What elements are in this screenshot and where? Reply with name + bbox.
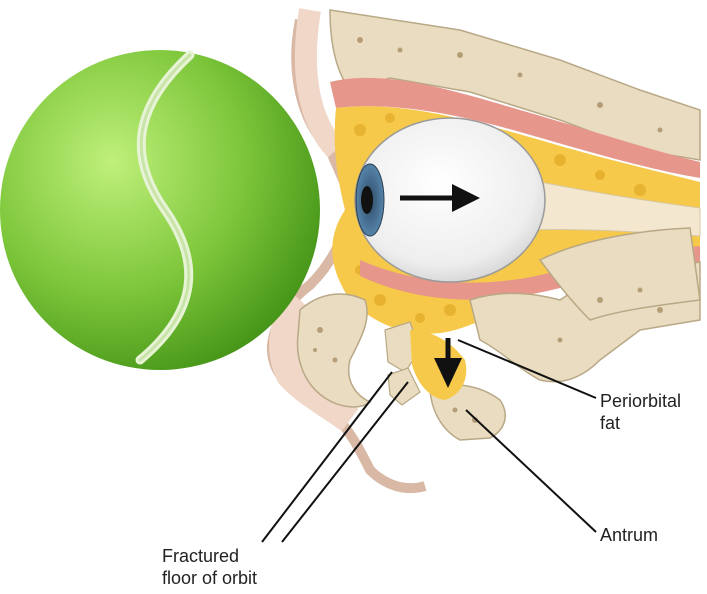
bone-texture [313,37,663,423]
periorbital-fat-label-line2: fat [600,413,621,433]
eye-push-arrow [400,184,480,212]
leader-periorbital-fat [457,339,597,399]
upper-muscle [330,77,700,178]
antrum-label: Antrum [600,525,659,545]
fat-down-arrow [434,338,462,388]
fractured-floor-label-line2: floor of orbit [162,568,258,588]
lower-right-bone [538,227,701,321]
periorbital-fat-label: Periorbital fat [600,390,681,434]
leader-fracture-1 [261,371,393,543]
pupil [361,186,373,214]
fractured-floor-label-line1: Fractured [162,546,240,566]
optic-nerve [529,179,701,237]
leader-antrum [465,409,597,533]
periorbital-fat-label-line1: Periorbital [600,391,682,411]
leader-fracture-2 [281,381,409,543]
fractured-floor-label: Fractured floor of orbit [162,545,257,589]
orbital-floor-bone-left [296,293,372,408]
